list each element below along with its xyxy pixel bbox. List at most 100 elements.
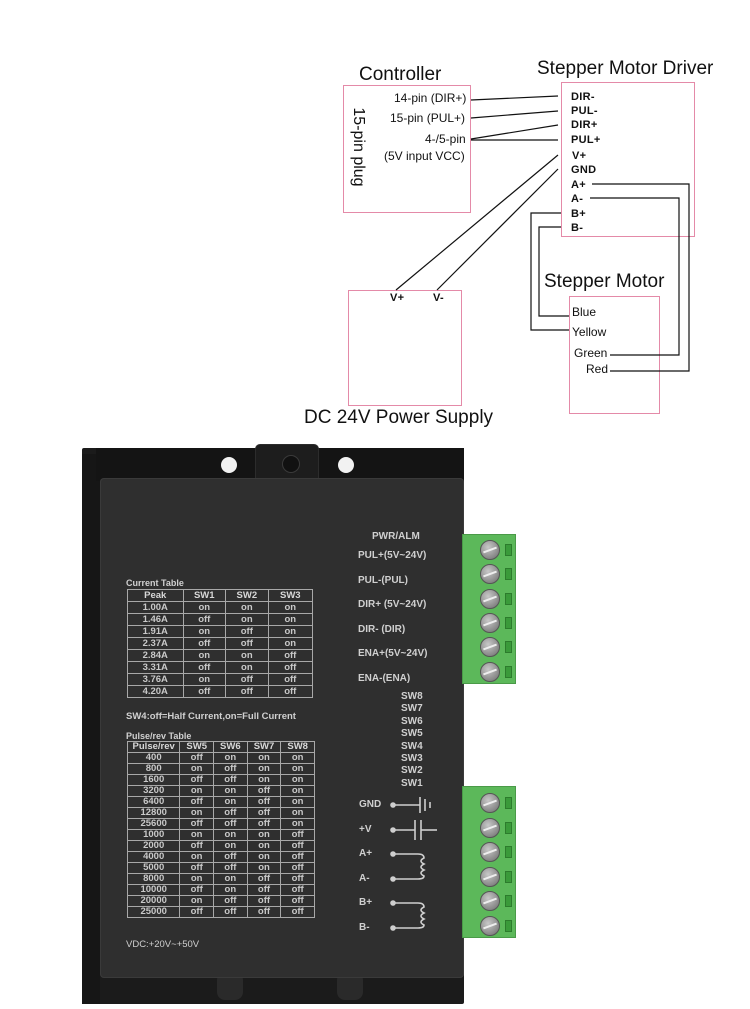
- wire-pul-minus: [470, 110, 559, 119]
- dip-switch-label: SW1: [401, 777, 423, 789]
- dip-switch-label: SW3: [401, 753, 423, 764]
- switch-state-cell: off: [280, 906, 315, 918]
- driver-pin-pul-minus: PUL-: [571, 105, 598, 117]
- terminal-screw[interactable]: [480, 564, 500, 585]
- power-terminal-label: +V: [359, 824, 372, 835]
- controller-box: [343, 85, 471, 213]
- terminal-screw[interactable]: [480, 588, 500, 609]
- terminal-screw[interactable]: [480, 842, 500, 862]
- driver-title: Stepper Motor Driver: [537, 58, 714, 79]
- driver-box: [561, 82, 695, 237]
- terminal-wire-slot[interactable]: [505, 665, 512, 678]
- supply-pin-v-minus: V-: [433, 292, 444, 304]
- terminal-screw[interactable]: [480, 915, 500, 936]
- motor-title: Stepper Motor: [544, 271, 665, 292]
- terminal-screw[interactable]: [480, 637, 500, 658]
- driver-pin-v-plus: V+: [572, 150, 587, 162]
- terminal-wire-slot[interactable]: [505, 592, 512, 605]
- wire-dir-plus: [470, 124, 559, 140]
- controller-pin-4-5: 4-/5-pin: [425, 132, 466, 146]
- terminal-symbols: [390, 797, 437, 931]
- terminal-wire-slot[interactable]: [505, 544, 512, 556]
- pwr-alm-label: PWR/ALM: [372, 531, 420, 542]
- row-label-cell: 4.20A: [127, 685, 184, 698]
- power-terminal-label: B+: [359, 897, 373, 908]
- switch-state-cell: on: [280, 818, 315, 830]
- controller-pin-15: 15-pin (PUL+): [390, 111, 466, 125]
- driver-pin-b-minus: B-: [571, 222, 584, 234]
- power-terminal-label: GND: [359, 799, 382, 810]
- switch-state-cell: off: [179, 906, 215, 918]
- wires: [395, 95, 690, 372]
- wire-a-minus-green: [590, 197, 680, 356]
- terminal-wire-slot[interactable]: [505, 895, 512, 907]
- driver-pin-gnd: GND: [571, 164, 597, 176]
- wire-v-plus: [395, 154, 559, 291]
- terminal-wire-slot[interactable]: [505, 641, 512, 654]
- switch-state-cell: off: [267, 685, 314, 698]
- power-supply-box: [348, 290, 462, 406]
- driver-pin-dir-minus: DIR-: [571, 91, 595, 103]
- terminal-screw[interactable]: [480, 612, 500, 633]
- current-table-title: Current Table: [126, 578, 184, 588]
- supply-pin-v-plus: V+: [390, 292, 405, 304]
- screw-icon: [282, 455, 300, 473]
- terminal-screw[interactable]: [480, 866, 500, 887]
- signal-terminal-label: ENA+(5V~24V): [358, 648, 428, 659]
- power-terminal-label: A-: [359, 873, 370, 884]
- motor-wire-yellow: Yellow: [572, 325, 607, 339]
- terminal-screw[interactable]: [480, 891, 500, 911]
- motor-wire-blue: Blue: [572, 305, 597, 319]
- motor-wire-red: Red: [586, 362, 609, 376]
- motor-wire-green: Green: [574, 346, 608, 360]
- current-note: SW4:off=Half Current,on=Full Current: [126, 711, 296, 722]
- terminal-screw[interactable]: [480, 817, 500, 838]
- controller-title: Controller: [359, 64, 442, 85]
- driver-pin-a-plus: A+: [571, 179, 586, 191]
- driver-pin-b-plus: B+: [571, 208, 586, 220]
- terminal-screw[interactable]: [480, 793, 500, 813]
- driver-pin-pul-plus: PUL+: [571, 134, 601, 146]
- wire-b-minus-blue: [538, 226, 569, 317]
- wire-dir-minus: [470, 95, 559, 101]
- terminal-screw[interactable]: [480, 540, 500, 560]
- wire-b-plus-yellow: [530, 212, 569, 331]
- signal-terminal-label: PUL+(5V~24V): [358, 550, 427, 561]
- terminal-wire-slot[interactable]: [505, 846, 512, 858]
- power-terminal-label: A+: [359, 848, 373, 859]
- driver-pin-dir-plus: DIR+: [571, 119, 598, 131]
- controller-vcc-label: (5V input VCC): [384, 149, 465, 163]
- terminal-wire-slot[interactable]: [505, 568, 512, 581]
- vdc-label: VDC:+20V~+50V: [126, 939, 200, 950]
- coil-a-icon: [393, 853, 426, 880]
- terminal-wire-slot[interactable]: [505, 870, 512, 883]
- coil-b-icon: [393, 902, 426, 929]
- dip-switch-label: SW7: [401, 703, 423, 715]
- terminal-wire-slot[interactable]: [505, 616, 512, 629]
- terminal-wire-slot[interactable]: [505, 919, 512, 932]
- signal-terminal-label: DIR- (DIR): [358, 623, 406, 635]
- terminal-screw[interactable]: [480, 661, 500, 682]
- controller-pin-14: 14-pin (DIR+): [394, 91, 467, 105]
- switch-state-cell: off: [182, 685, 227, 698]
- terminal-wire-slot[interactable]: [505, 821, 512, 834]
- terminal-wire-slot[interactable]: [505, 797, 512, 809]
- row-label-cell: 25000: [126, 906, 181, 918]
- driver-pin-a-minus: A-: [571, 193, 584, 205]
